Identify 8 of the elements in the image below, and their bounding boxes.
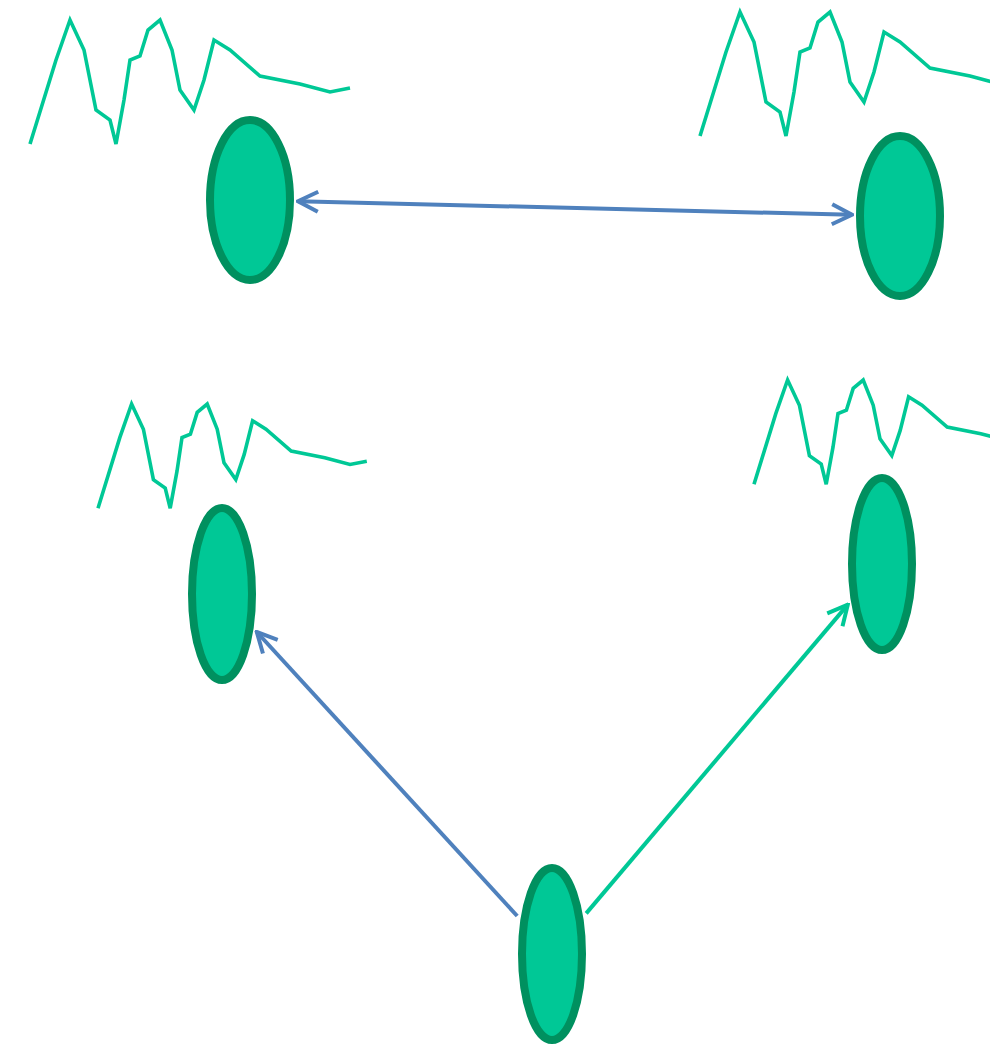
ellipse-node xyxy=(206,116,294,284)
ellipse-node xyxy=(188,504,256,684)
arrow xyxy=(254,630,519,918)
arrow xyxy=(584,602,850,915)
arrow xyxy=(296,189,854,227)
ellipse-node xyxy=(848,474,916,654)
ellipse-node xyxy=(518,864,586,1044)
ellipse-node xyxy=(856,132,944,300)
